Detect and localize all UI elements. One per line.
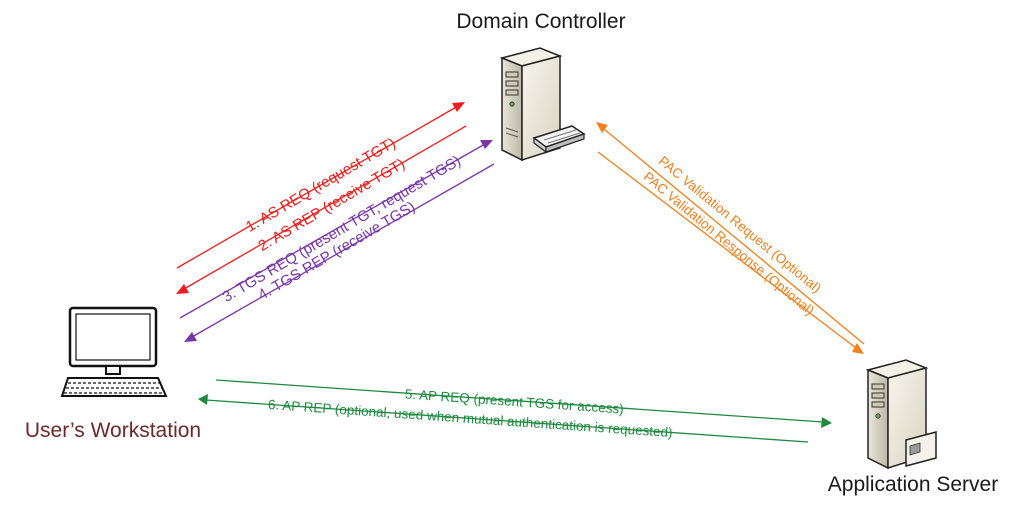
tgs-req-arrow: [179, 143, 486, 319]
pac-req-arrow: [603, 128, 865, 345]
domain-controller-label: Domain Controller: [456, 10, 625, 33]
ap-rep-arrow: [205, 399, 809, 443]
computer-monitor-icon: [60, 306, 168, 397]
tgs-rep-arrow: [191, 163, 495, 338]
as-rep-arrowhead: [176, 284, 189, 294]
pac-rep-arrow: [597, 151, 857, 349]
application-server-label: Application Server: [828, 473, 998, 496]
as-req-arrow: [176, 105, 459, 269]
server-tower-icon: [499, 47, 586, 162]
pac-req-arrowhead: [596, 122, 608, 133]
ap-req-arrowhead: [821, 417, 832, 428]
ap-req-arrow: [215, 379, 824, 423]
tgs-req-arrowhead: [480, 140, 493, 149]
ap-rep-arrowhead: [198, 394, 208, 405]
tgs-rep-arrowhead: [184, 332, 197, 342]
pac-rep-label: PAC Validation Response (Optional): [641, 169, 818, 318]
as-rep-arrow: [183, 125, 467, 290]
pac-req-label: PAC Validation Request (Optional): [656, 153, 824, 296]
workstation-label: User’s Workstation: [25, 419, 201, 442]
server-tower-icon: [865, 359, 937, 470]
pac-rep-arrowhead: [852, 343, 864, 354]
as-req-arrowhead: [452, 102, 465, 112]
